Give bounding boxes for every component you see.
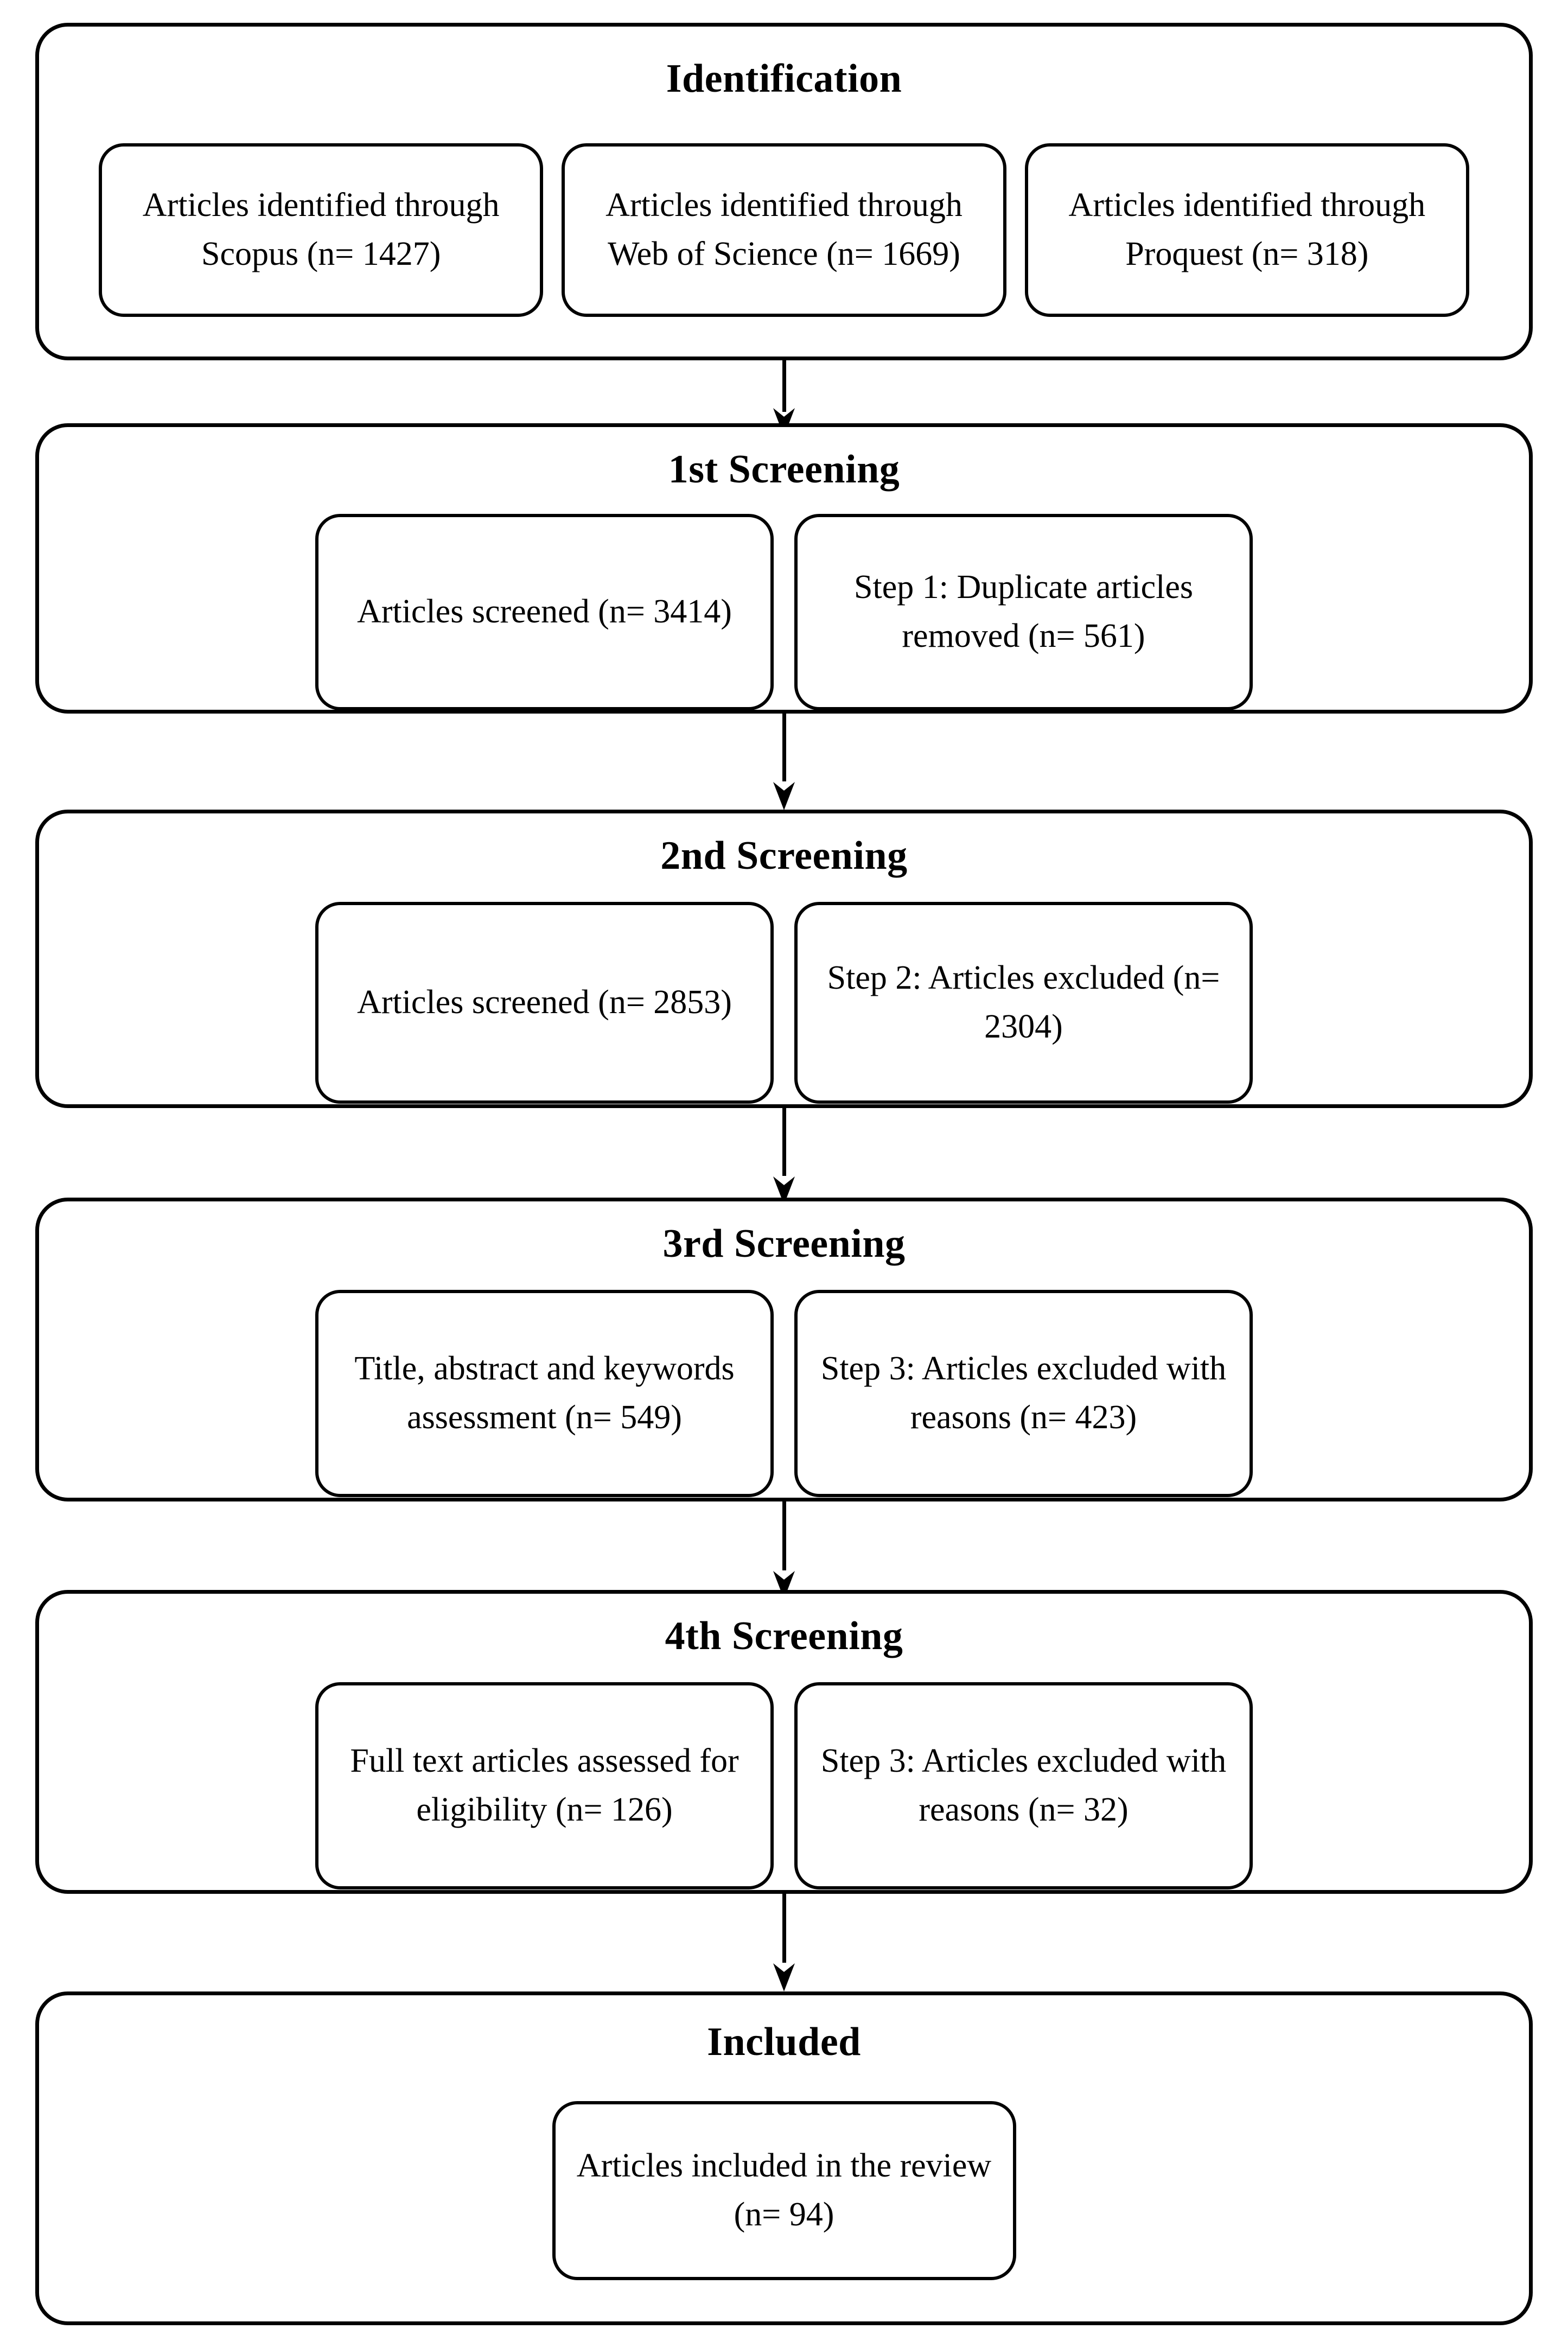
screening-4-box-row: Full text articles assessed for eligibil…	[39, 1682, 1529, 1889]
stage-title-screening-3: 3rd Screening	[662, 1221, 906, 1266]
box-scopus-label: Articles identified through Scopus (n= 1…	[142, 187, 500, 272]
box-full-text-label: Full text articles assessed for eligibil…	[350, 1742, 739, 1828]
arrow-screening-3-to-screening-4	[773, 1501, 795, 1599]
identification-box-row: Articles identified through Scopus (n= 1…	[39, 143, 1529, 317]
arrow-shaft	[782, 360, 786, 412]
stage-screening-1: 1st Screening Articles screened (n= 3414…	[35, 423, 1533, 714]
arrow-screening-2-to-screening-3	[773, 1108, 795, 1205]
stage-title-screening-1: 1st Screening	[668, 447, 900, 492]
box-step-2-articles-excluded: Step 2: Articles excluded (n= 2304)	[794, 902, 1253, 1104]
screening-2-box-row: Articles screened (n= 2853) Step 2: Arti…	[39, 902, 1529, 1104]
box-step-3b-label: Step 3: Articles excluded with reasons (…	[820, 1742, 1227, 1828]
stage-title-included: Included	[707, 2020, 861, 2064]
box-scopus: Articles identified through Scopus (n= 1…	[99, 143, 544, 317]
box-step-3-label: Step 3: Articles excluded with reasons (…	[820, 1350, 1227, 1436]
box-web-of-science: Articles identified through Web of Scien…	[562, 143, 1006, 317]
box-proquest: Articles identified through Proquest (n=…	[1024, 143, 1469, 317]
screening-3-box-row: Title, abstract and keywords assessment …	[39, 1290, 1529, 1497]
box-articles-included-label: Articles included in the review (n= 94)	[576, 2147, 992, 2233]
stage-included: Included Articles included in the review…	[35, 1991, 1533, 2325]
stage-screening-2: 2nd Screening Articles screened (n= 2853…	[35, 810, 1533, 1108]
box-articles-screened-2: Articles screened (n= 2853)	[315, 902, 774, 1104]
stage-title-identification: Identification	[666, 56, 902, 101]
box-step-3-excluded-with-reasons: Step 3: Articles excluded with reasons (…	[794, 1290, 1253, 1497]
box-title-abstract-keywords-assessment: Title, abstract and keywords assessment …	[315, 1290, 774, 1497]
stage-identification: Identification Articles identified throu…	[35, 23, 1533, 360]
included-box-row: Articles included in the review (n= 94)	[39, 2101, 1529, 2280]
screening-1-box-row: Articles screened (n= 3414) Step 1: Dupl…	[39, 514, 1529, 710]
stage-screening-4: 4th Screening Full text articles assesse…	[35, 1590, 1533, 1894]
box-full-text-articles-assessed: Full text articles assessed for eligibil…	[315, 1682, 774, 1889]
stage-title-screening-2: 2nd Screening	[660, 833, 908, 878]
box-web-of-science-label: Articles identified through Web of Scien…	[605, 187, 963, 272]
arrow-shaft	[782, 1108, 786, 1176]
arrow-head-icon	[773, 403, 795, 436]
box-articles-screened-1: Articles screened (n= 3414)	[315, 514, 774, 710]
stage-title-screening-4: 4th Screening	[665, 1614, 903, 1658]
arrow-screening-1-to-screening-2	[773, 714, 795, 810]
arrow-head-icon	[773, 1958, 795, 1991]
arrow-shaft	[782, 1894, 786, 1963]
box-articles-screened-1-label: Articles screened (n= 3414)	[357, 593, 732, 631]
box-title-abstract-keywords-label: Title, abstract and keywords assessment …	[354, 1350, 735, 1436]
stage-screening-3: 3rd Screening Title, abstract and keywor…	[35, 1198, 1533, 1501]
box-step-3b-excluded-with-reasons: Step 3: Articles excluded with reasons (…	[794, 1682, 1253, 1889]
arrow-head-icon	[773, 1171, 795, 1205]
arrow-shaft	[782, 714, 786, 781]
box-articles-included-in-review: Articles included in the review (n= 94)	[552, 2101, 1016, 2280]
arrow-shaft	[782, 1501, 786, 1570]
box-articles-screened-2-label: Articles screened (n= 2853)	[357, 984, 732, 1021]
arrow-screening-4-to-included	[773, 1894, 795, 1991]
arrow-head-icon	[773, 1566, 795, 1599]
arrow-head-icon	[773, 777, 795, 810]
box-step-1-duplicates-removed: Step 1: Duplicate articles removed (n= 5…	[794, 514, 1253, 710]
arrow-identification-to-screening-1	[773, 360, 795, 436]
box-step-2-label: Step 2: Articles excluded (n= 2304)	[827, 959, 1220, 1045]
box-step-1-label: Step 1: Duplicate articles removed (n= 5…	[854, 569, 1193, 654]
box-proquest-label: Articles identified through Proquest (n=…	[1068, 187, 1426, 272]
